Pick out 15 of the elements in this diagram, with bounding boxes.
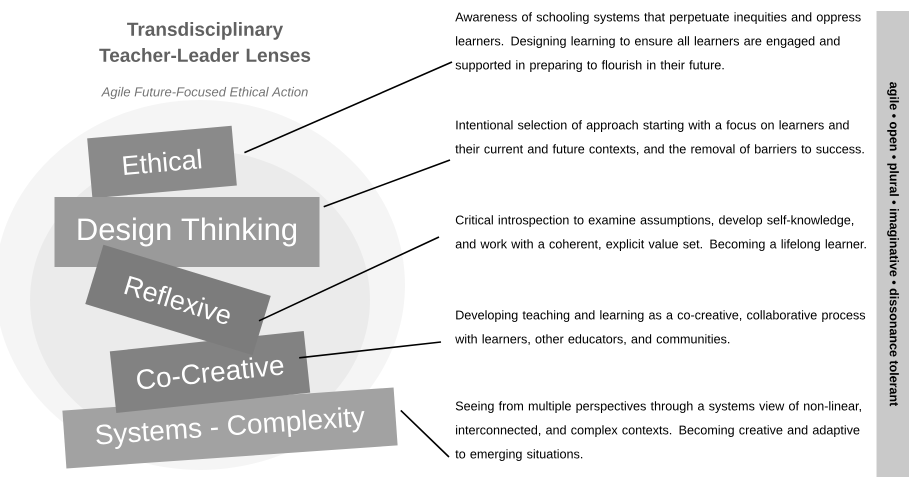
description-text: Seeing from multiple perspectives through a systems view of non-linear, interconnected, and complex contexts. Becoming creative and adaptive to emerging situations. (455, 401, 861, 461)
description-text: Developing teaching and learning as a co-creative, collaborative process with learners, other educators, and communities. (455, 310, 866, 345)
leader-line (400, 410, 450, 458)
leader-line (258, 236, 440, 322)
description-text: Awareness of schooling systems that perpetuate inequities and oppress learners. Designing learning to ensure all learners are engaged and supported in preparing to flourish in their future. (455, 12, 861, 72)
leader-line (323, 159, 450, 208)
leader-line (244, 61, 452, 154)
lens-box: Ethical (87, 126, 237, 198)
description-text: Intentional selection of approach starting with a focus on learners and their current and future contexts, and the removal of barriers to success. (455, 120, 864, 155)
subtitle: Agile Future-Focused Ethical Action (101, 86, 308, 100)
leader-line (299, 341, 442, 359)
description-text: Critical introspection to examine assumptions, develop self-knowledge, and work with a coherent, explicit value set. Becoming a lifelong learner. (456, 215, 866, 251)
lens-box: Design Thinking (54, 197, 320, 267)
title: Transdisciplinary Teacher-Leader Lenses (99, 22, 310, 62)
side-band: agile • open • plural • imaginative • dissonance tolerant (876, 11, 909, 477)
